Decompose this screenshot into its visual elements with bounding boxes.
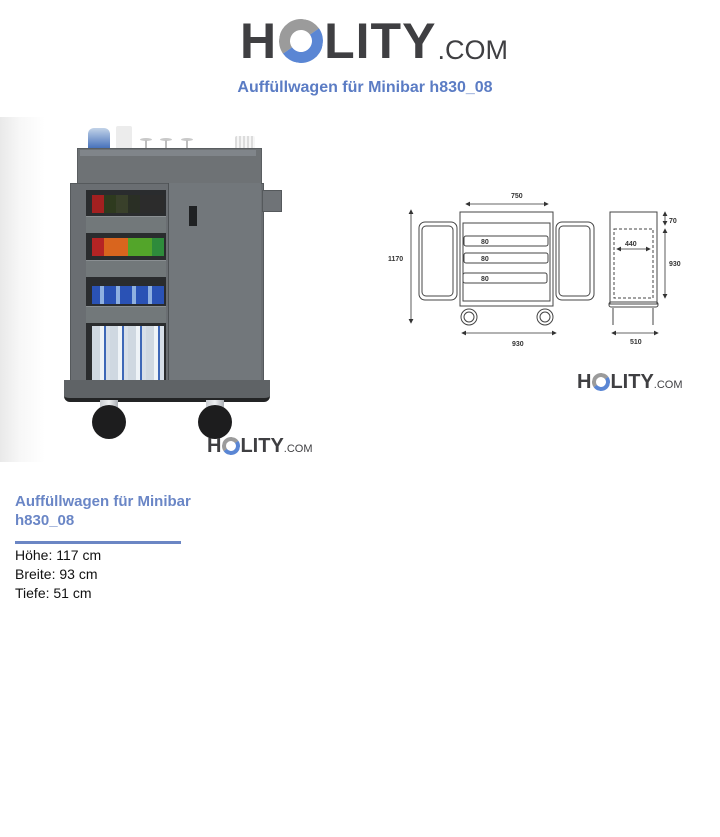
dim-width-top: 750 [511,193,523,200]
wheel-icon [198,405,232,439]
logo-ring-icon [591,371,612,393]
holity-logo[interactable]: H LITY .COM [240,13,508,69]
dim-shelf-2: 80 [481,256,489,263]
paper-cup-icon [116,126,132,151]
spec-width: Breite: 93 cm [15,566,98,582]
shelf [86,216,166,233]
logo-letters: LITY [610,371,654,393]
shelf [86,260,166,277]
glass-stem [165,140,167,152]
spec-height: Höhe: 117 cm [15,547,102,563]
logo-letters: LITY [240,435,284,457]
side-handle [262,190,282,212]
logo-letter-h: H [207,435,222,457]
logo-ring-icon [275,15,327,67]
dim-shelf-3: 80 [481,276,489,283]
logo-domain-suffix: .COM [283,443,313,455]
spec-depth: Tiefe: 51 cm [15,585,92,601]
wheel-icon [92,405,126,439]
heading-underline [15,541,181,544]
water-bottles-row [92,326,164,382]
glass-icon [160,138,172,141]
tray-inner [80,150,256,156]
cart-base [64,380,270,402]
logo-ring-icon [221,435,242,457]
technical-drawing: 750 1170 80 80 80 930 70 440 930 510 [385,180,695,355]
product-name-heading: Auffüllwagen für Minibar h830_08 [15,493,191,529]
logo-letter-h: H [577,371,592,393]
logo-letters: LITY [324,13,437,69]
glass-stem [186,140,188,152]
dim-width-bottom: 930 [512,341,524,348]
page-title: Auffüllwagen für Minibar h830_08 [237,79,493,96]
logo-domain-suffix: .COM [653,379,683,391]
water-bottle-icon [88,128,110,152]
dim-side-height: 930 [669,261,681,268]
dim-side-top: 70 [669,218,677,225]
logo-domain-suffix: .COM [437,35,508,65]
dim-side-inner-width: 440 [625,241,637,248]
dim-side-depth: 510 [630,339,642,346]
dim-shelf-1: 80 [481,239,489,246]
drawing-watermark-logo: H LITY .COM [577,370,683,393]
cans-row-1 [92,195,164,213]
bottles-row-3 [92,286,164,304]
glass-stem [145,140,147,152]
door-lock-icon [189,206,197,226]
cans-row-2 [92,238,164,256]
cabinet-door [168,183,261,386]
dimension-diagram: 750 1170 80 80 80 930 70 440 930 510 [388,193,681,348]
shelf [86,306,166,323]
spec-list: Höhe: 117 cm Breite: 93 cm Tiefe: 51 cm [15,546,101,603]
dim-total-height: 1170 [388,256,403,263]
glass-icon [181,138,193,141]
logo-letter-h: H [240,13,278,69]
glass-icon [140,138,152,141]
photo-watermark-logo: H LITY .COM [207,434,313,457]
